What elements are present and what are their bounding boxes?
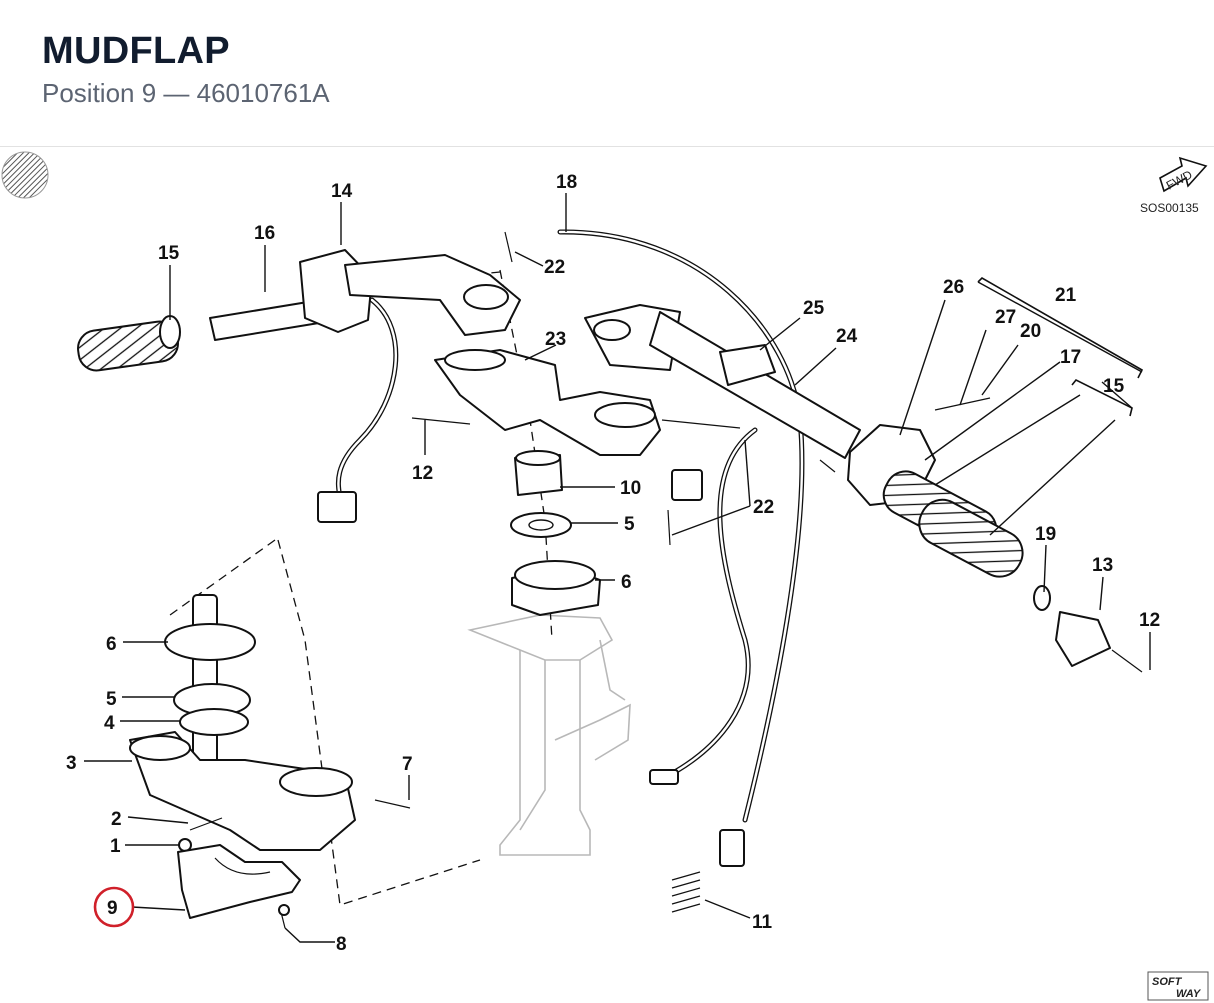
callout-4: 4 xyxy=(104,713,115,734)
callout-9: 9 xyxy=(107,898,118,919)
page-title: MUDFLAP xyxy=(42,30,230,72)
callout-27: 27 xyxy=(995,307,1016,328)
callout-6: 6 xyxy=(106,634,117,655)
bolts xyxy=(411,231,991,546)
right-handlebar xyxy=(584,304,1143,673)
forward-arrow-icon: FWD xyxy=(1159,156,1208,193)
callout-8: 8 xyxy=(336,934,347,955)
control-cables xyxy=(317,229,805,867)
callout-5: 5 xyxy=(624,514,635,535)
callout-1: 1 xyxy=(110,836,121,857)
callout-15: 15 xyxy=(1103,376,1125,397)
logo-line-2: WAY xyxy=(1176,988,1202,1000)
callout-20: 20 xyxy=(1020,321,1041,342)
callout-16: 16 xyxy=(254,223,275,244)
callout-2: 2 xyxy=(111,809,122,830)
exploded-parts-diagram: FWD SOS00135 xyxy=(1,151,1209,1001)
callout-21: 21 xyxy=(1055,285,1077,306)
callout-12: 12 xyxy=(412,463,433,484)
callout-7: 7 xyxy=(402,754,413,775)
reference-code: SOS00135 xyxy=(1140,201,1199,215)
highlight-ring xyxy=(93,886,135,928)
softway-logo: SOFT WAY xyxy=(1147,971,1209,1001)
callout-26: 26 xyxy=(943,277,964,298)
lower-steering-stem xyxy=(129,594,411,852)
callout-10: 10 xyxy=(620,478,641,499)
callout-25: 25 xyxy=(803,298,825,319)
callout-3: 3 xyxy=(66,753,77,774)
page-subtitle: Position 9 — 46010761A xyxy=(42,78,330,108)
logo-line-1: SOFT xyxy=(1152,976,1183,988)
page-header: MUDFLAP Position 9 — 46010761A xyxy=(0,0,1214,147)
callout-5: 5 xyxy=(106,689,117,710)
callout-19: 19 xyxy=(1035,524,1056,545)
callout-13: 13 xyxy=(1092,555,1113,576)
callout-18: 18 xyxy=(556,172,577,193)
frame-outline xyxy=(467,614,631,856)
callout-labels: 14 18 15 16 22 26 21 25 24 23 27 20 17 1… xyxy=(66,172,1160,955)
mudflap-part xyxy=(177,844,301,929)
callout-15: 15 xyxy=(158,243,180,264)
callout-14: 14 xyxy=(331,181,353,202)
callout-22: 22 xyxy=(753,497,774,518)
callout-22: 22 xyxy=(544,257,565,278)
callout-6: 6 xyxy=(621,572,632,593)
leader-lines xyxy=(84,193,1151,943)
callout-24: 24 xyxy=(836,326,858,347)
callout-17: 17 xyxy=(1060,347,1081,368)
callout-11: 11 xyxy=(752,912,773,933)
corner-badge xyxy=(1,151,49,199)
callout-12: 12 xyxy=(1139,610,1160,631)
upper-triple-clamp xyxy=(434,349,661,616)
callout-23: 23 xyxy=(545,329,566,350)
spring-part xyxy=(671,871,701,913)
left-handlebar xyxy=(77,249,521,372)
